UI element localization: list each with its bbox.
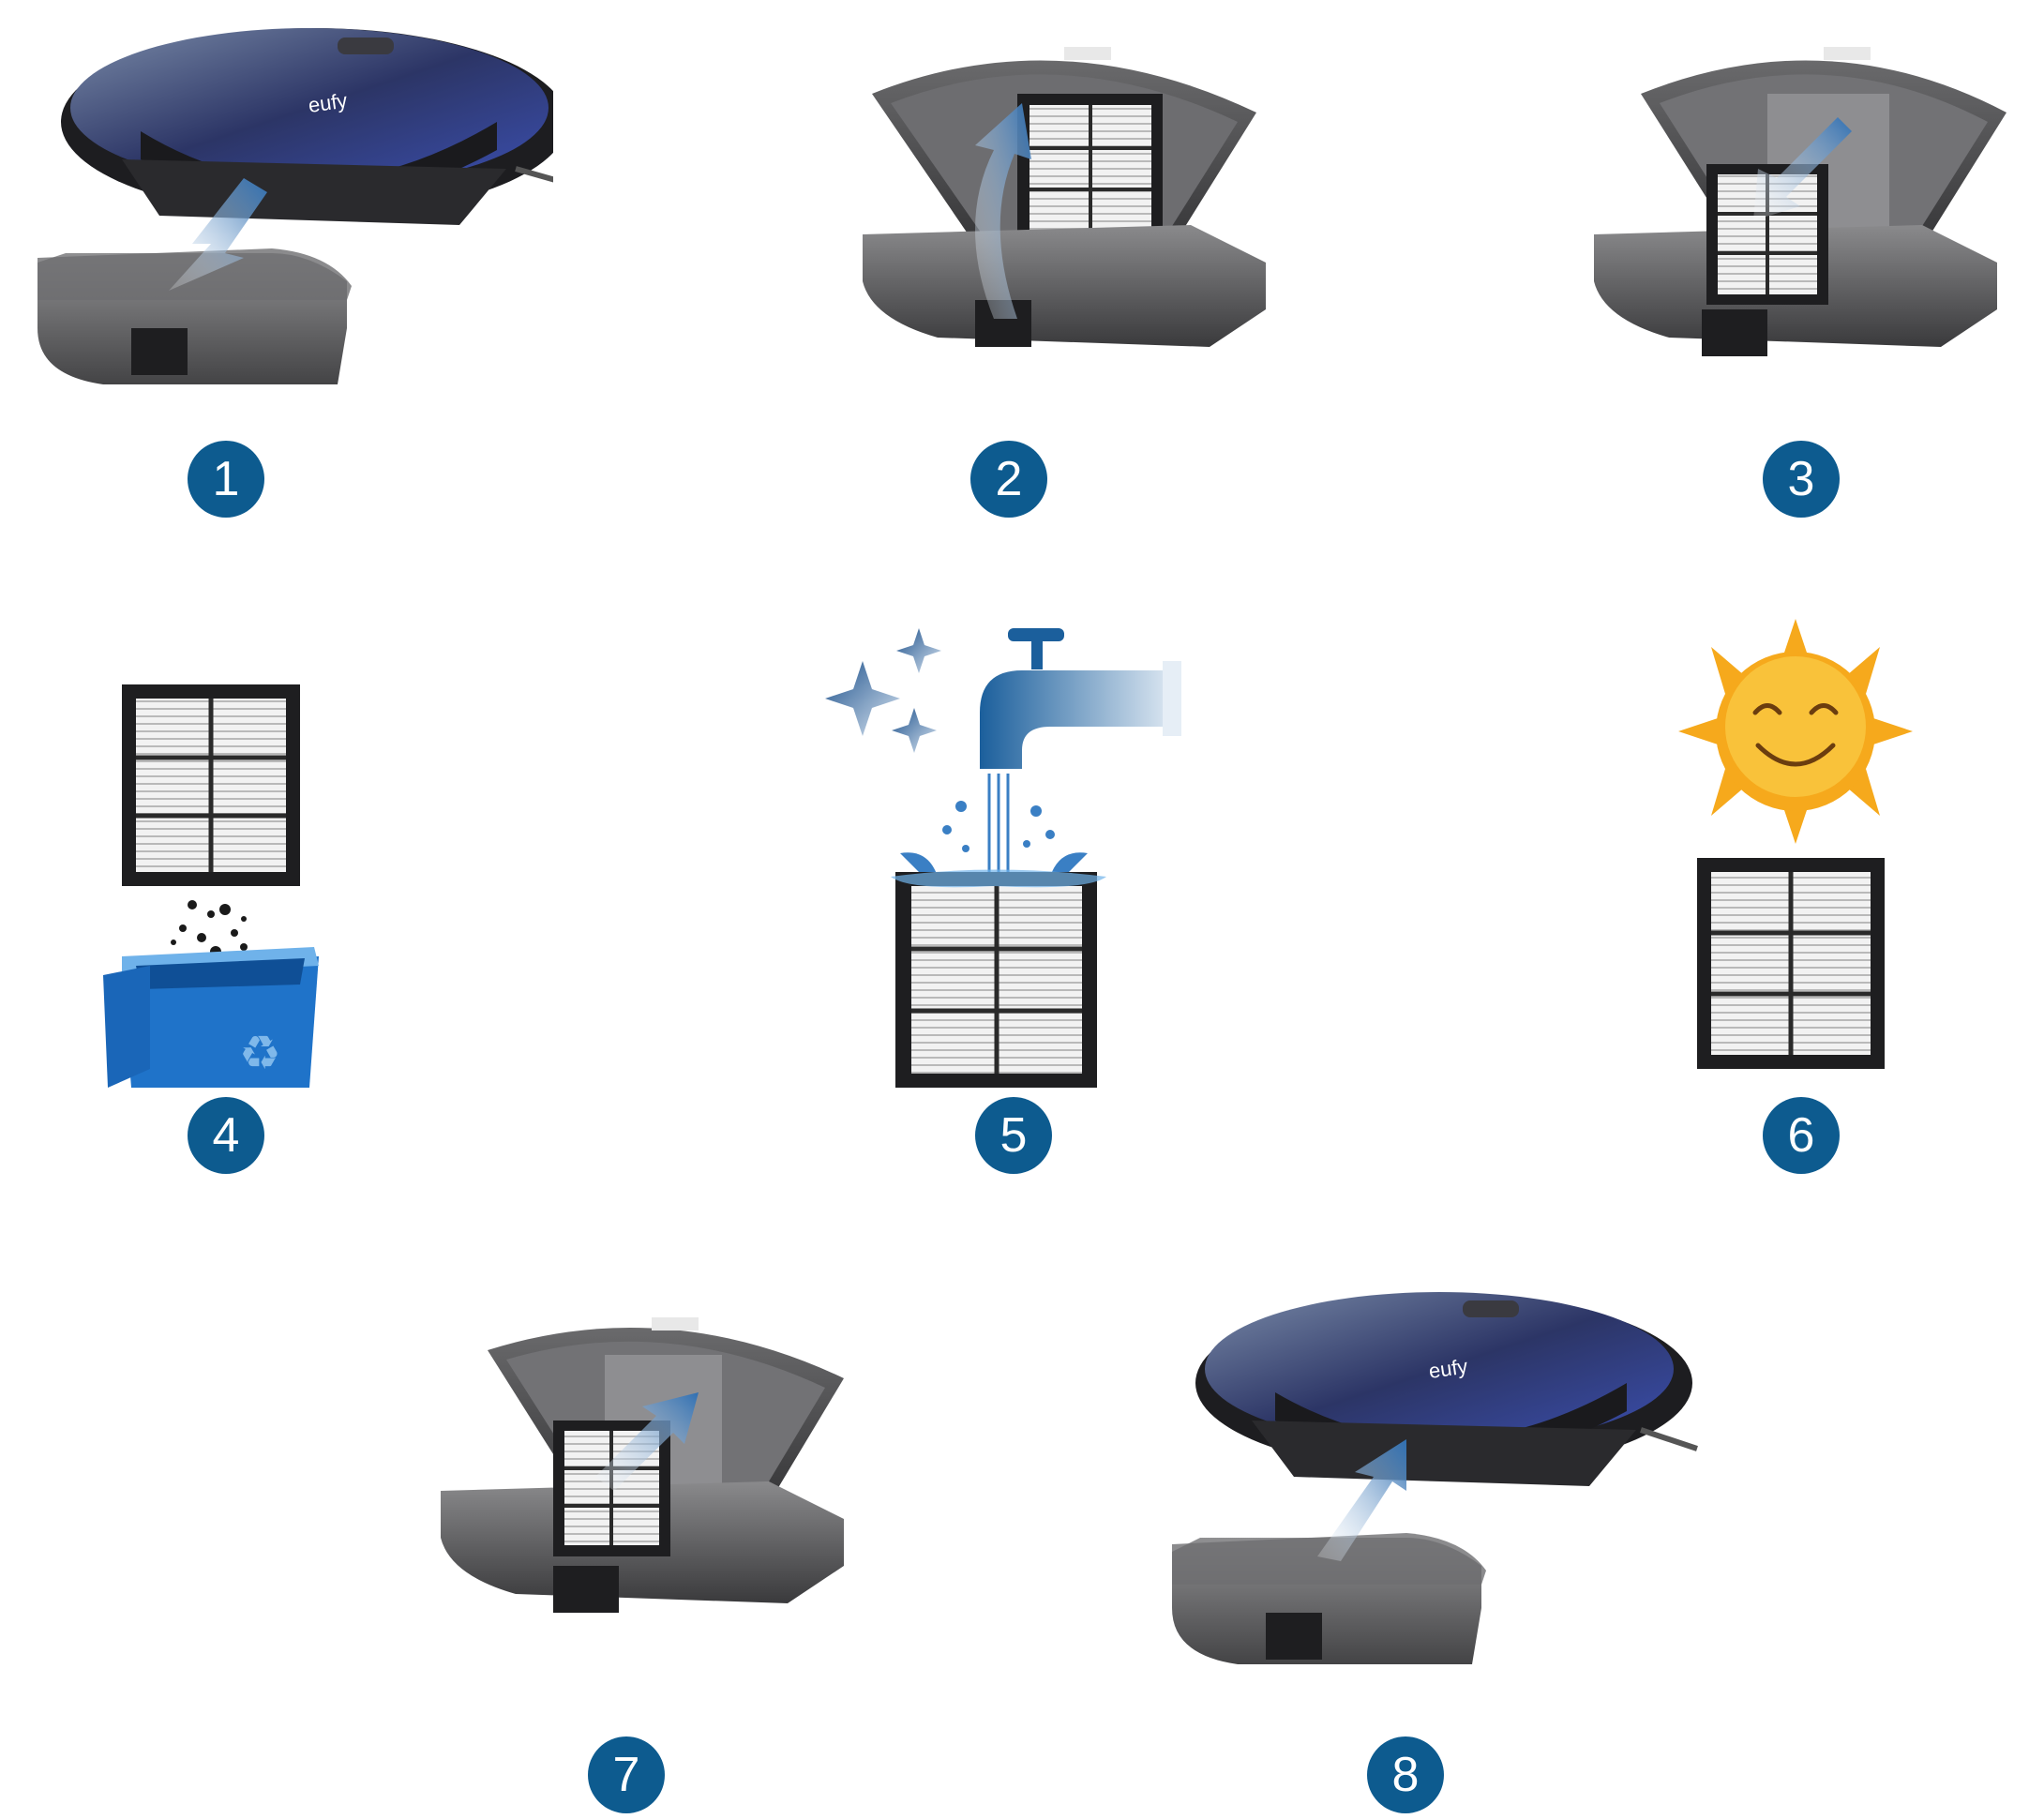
step-7-illustration bbox=[431, 1313, 881, 1819]
step-number-badge: 8 bbox=[1367, 1736, 1444, 1813]
dry-filter-sun-icon bbox=[1678, 619, 1913, 1069]
eufy-logo-text: eufy bbox=[1427, 1354, 1469, 1383]
step-8-illustration: eufy bbox=[1163, 1289, 1706, 1702]
reinsert-dustbin-icon: eufy bbox=[1172, 1292, 1698, 1664]
empty-filter-trash-icon: ♻ bbox=[103, 684, 319, 1088]
remove-dustbin-icon: eufy bbox=[38, 28, 553, 384]
step-number-badge: 3 bbox=[1763, 441, 1840, 518]
step-number: 7 bbox=[612, 1748, 640, 1802]
step-number: 3 bbox=[1787, 452, 1815, 506]
step-number: 6 bbox=[1787, 1108, 1815, 1163]
take-out-filter-icon bbox=[1594, 47, 2006, 356]
step-number: 1 bbox=[212, 452, 240, 506]
step-3: 3 bbox=[1585, 38, 2035, 525]
step-5: 5 bbox=[806, 619, 1200, 1181]
step-number-badge: 6 bbox=[1763, 1097, 1840, 1174]
recycle-icon: ♻ bbox=[239, 1026, 281, 1080]
step-2: 2 bbox=[853, 38, 1303, 525]
step-1: eufy 1 bbox=[28, 19, 553, 525]
lift-filter-icon bbox=[863, 47, 1266, 347]
step-number-badge: 2 bbox=[970, 441, 1047, 518]
step-number: 5 bbox=[999, 1108, 1028, 1163]
step-number: 2 bbox=[995, 452, 1023, 506]
eufy-logo-text: eufy bbox=[307, 88, 349, 117]
step-4: ♻ 4 bbox=[94, 675, 356, 1181]
step-number-badge: 1 bbox=[188, 441, 264, 518]
step-number-badge: 4 bbox=[188, 1097, 264, 1174]
insert-filter-icon bbox=[441, 1317, 844, 1613]
rinse-filter-tap-icon bbox=[825, 628, 1181, 1088]
step-number: 8 bbox=[1391, 1748, 1420, 1802]
step-number-badge: 7 bbox=[588, 1736, 665, 1813]
step-number-badge: 5 bbox=[975, 1097, 1052, 1174]
step-number: 4 bbox=[212, 1108, 240, 1163]
step-6: 6 bbox=[1669, 619, 1931, 1181]
